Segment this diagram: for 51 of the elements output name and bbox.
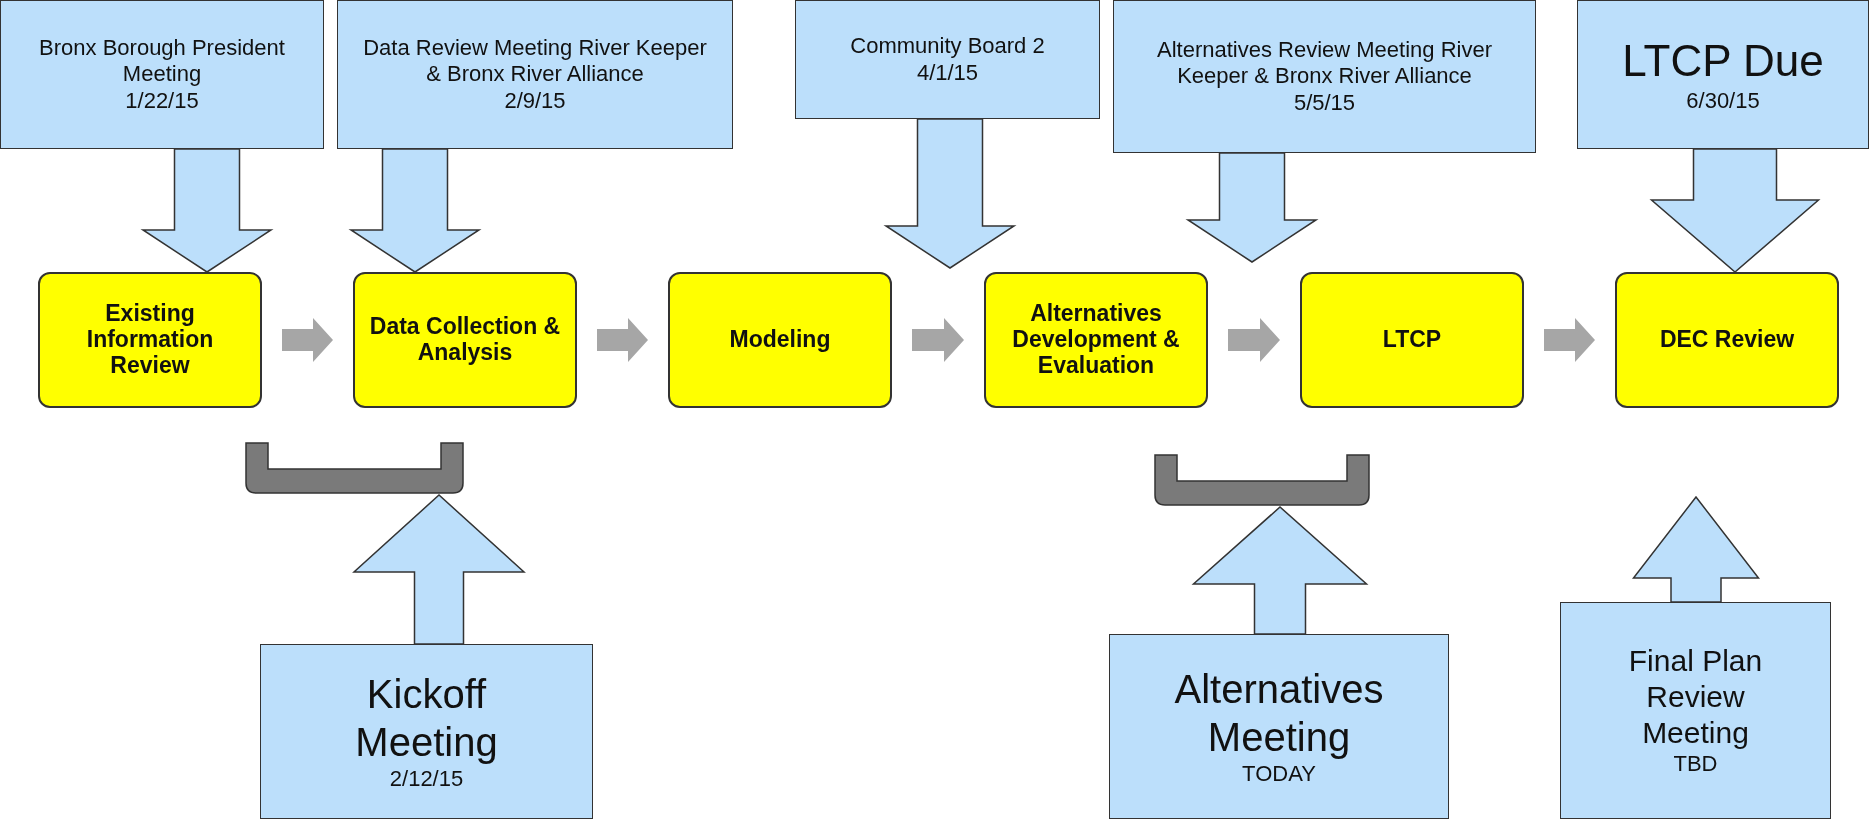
- block-arrow: [140, 148, 274, 273]
- process-label: Alternatives Development & Evaluation: [1011, 301, 1181, 379]
- process-label: Existing Information Review: [85, 301, 215, 379]
- process-label: DEC Review: [1659, 327, 1795, 353]
- bracket-shape: [1153, 453, 1371, 507]
- process-box: [668, 272, 892, 408]
- process-box: [1300, 272, 1524, 408]
- meeting-title: LTCP Due: [1622, 34, 1824, 87]
- meeting-title: Alternatives Review Meeting River Keeper & Bronx River Alliance: [1156, 36, 1493, 90]
- callout-box: [795, 0, 1100, 119]
- meeting-title: Alternatives Meeting: [1173, 666, 1385, 762]
- date-text: 2/9/15: [504, 87, 566, 115]
- block-arrow: [1191, 506, 1369, 635]
- block-arrow: [348, 148, 482, 273]
- date-text: 6/30/15: [1686, 87, 1760, 115]
- meeting-title: Community Board 2: [850, 33, 1045, 60]
- block-arrow: [1631, 495, 1761, 603]
- callout-box: [337, 0, 733, 149]
- block-arrow: [1228, 318, 1280, 362]
- block-arrow: [1544, 318, 1595, 362]
- callout-box: [1109, 634, 1449, 819]
- block-arrow: [1649, 148, 1821, 273]
- callout-box: [0, 0, 324, 149]
- process-box: [353, 272, 577, 408]
- process-box: [1615, 272, 1839, 408]
- date-text: 1/22/15: [125, 87, 199, 115]
- meeting-title: Data Review Meeting River Keeper & Bronx River Alliance: [362, 34, 708, 88]
- date-text: TODAY: [1242, 761, 1316, 788]
- meeting-title: Bronx Borough President Meeting: [38, 34, 286, 88]
- meeting-title: Final Plan Review Meeting: [1627, 643, 1764, 752]
- block-arrow: [352, 494, 526, 645]
- process-label: Modeling: [729, 327, 831, 353]
- block-arrow: [597, 318, 648, 362]
- callout-box: [1560, 602, 1831, 819]
- bracket-shape: [244, 441, 465, 495]
- callout-box: [260, 644, 593, 819]
- block-arrow: [883, 118, 1017, 269]
- process-box: [38, 272, 262, 408]
- callout-box: [1577, 0, 1869, 149]
- process-label: Data Collection & Analysis: [368, 314, 562, 366]
- callout-box: [1113, 0, 1536, 153]
- date-text: 2/12/15: [389, 766, 464, 793]
- block-arrow: [282, 318, 333, 362]
- date-text: 4/1/15: [916, 59, 979, 86]
- process-label: LTCP: [1382, 327, 1442, 353]
- date-text: TBD: [1673, 751, 1718, 778]
- block-arrow: [1185, 152, 1319, 263]
- process-box: [984, 272, 1208, 408]
- date-text: 5/5/15: [1293, 89, 1356, 117]
- meeting-title: Kickoff Meeting: [354, 671, 499, 767]
- block-arrow: [912, 318, 964, 362]
